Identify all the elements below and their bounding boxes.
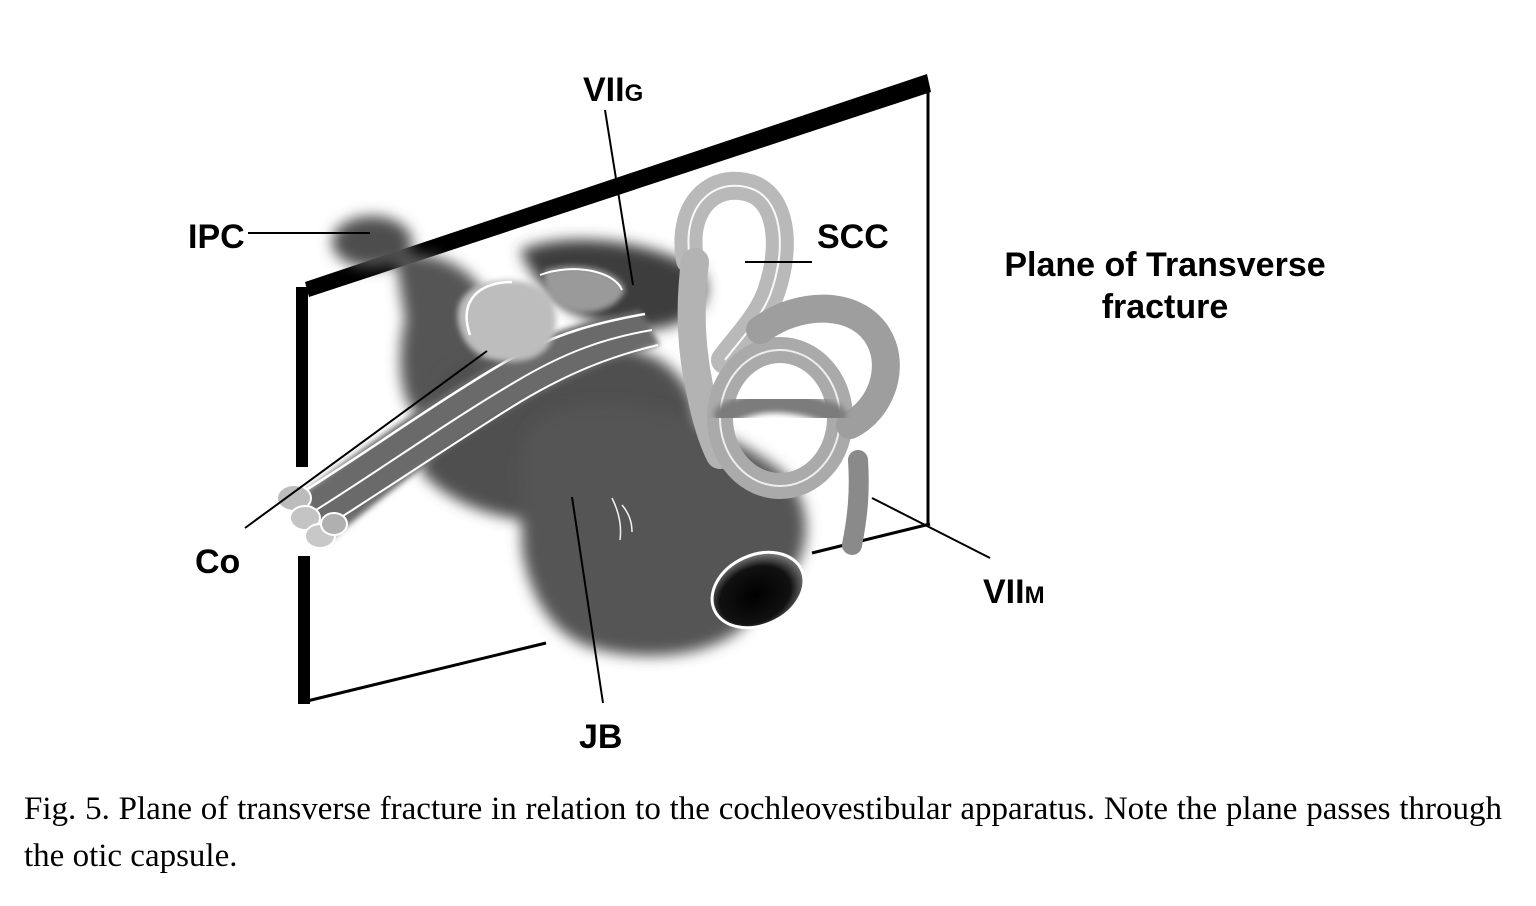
label-scc: SCC bbox=[817, 218, 889, 256]
label-plane-line1: Plane of Transverse bbox=[1004, 246, 1325, 284]
nerve-bundle bbox=[276, 310, 660, 549]
label-plane-line2: fracture bbox=[1102, 288, 1229, 326]
plane-bottom-edge bbox=[302, 641, 547, 704]
cochleovestibular-structures bbox=[276, 171, 900, 656]
vessel-opening bbox=[712, 552, 804, 628]
cochlea-structure bbox=[457, 266, 625, 362]
leader-lines bbox=[244, 109, 991, 704]
label-ipc: IPC bbox=[188, 218, 245, 256]
labels: VIIG IPC SCC Plane of Transverse fractur… bbox=[188, 71, 1326, 756]
anatomy-diagram: VIIG IPC SCC Plane of Transverse fractur… bbox=[188, 71, 1326, 756]
plane-bottom-edge-right bbox=[811, 522, 931, 555]
leader-co bbox=[244, 350, 488, 529]
label-co: Co bbox=[195, 543, 240, 581]
semicircular-canals bbox=[674, 171, 900, 555]
label-vii-m: VIIM bbox=[983, 573, 1045, 611]
label-vii-g: VIIG bbox=[583, 71, 643, 109]
leader-jb bbox=[571, 496, 604, 704]
leader-vii-g bbox=[604, 109, 634, 286]
plane-left-edge-upper bbox=[296, 287, 308, 467]
jugular-bulb-structure bbox=[520, 404, 807, 656]
leader-vii-m bbox=[871, 497, 991, 559]
figure-caption: Fig. 5. Plane of transverse fracture in … bbox=[24, 791, 1502, 874]
label-jb: JB bbox=[579, 718, 622, 756]
plane-left-edge-lower bbox=[298, 556, 310, 704]
